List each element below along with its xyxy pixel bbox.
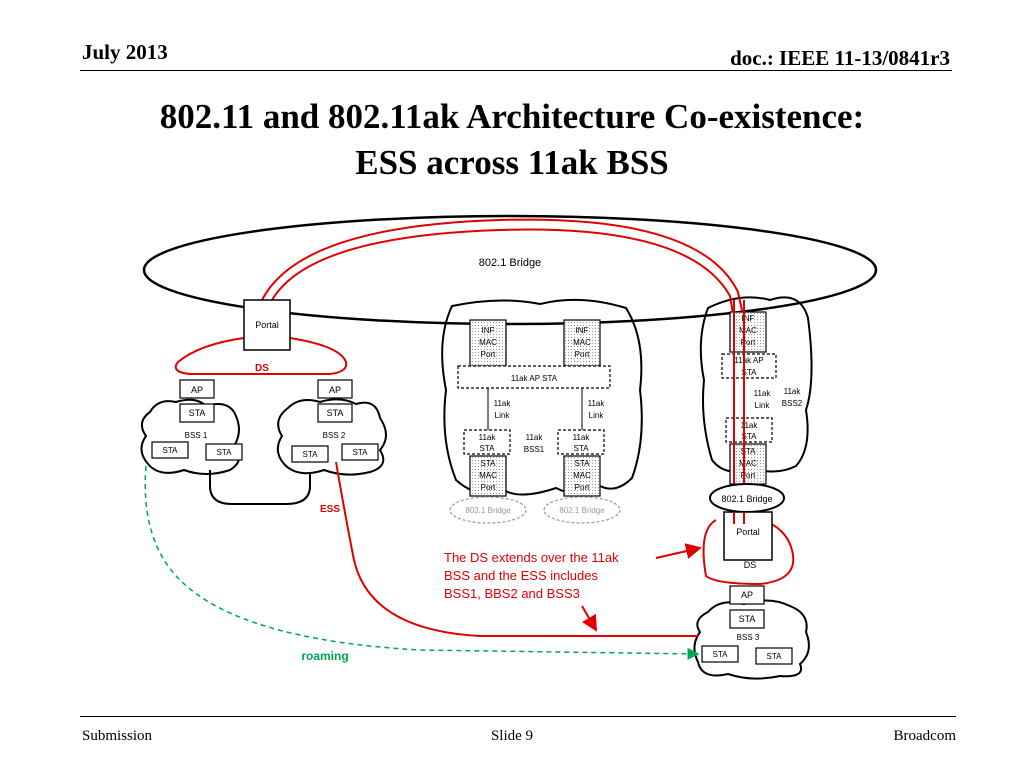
ds-right-label: DS	[744, 560, 757, 570]
bss2-label: BSS 2	[323, 431, 346, 440]
bss1-ap-sta: STA	[189, 408, 206, 418]
right-sta-1: 11ak	[741, 421, 759, 430]
center-link-right-1: 11ak	[588, 399, 606, 408]
right-smp-1: STA	[741, 447, 757, 456]
bss2-cloud	[276, 398, 387, 476]
center-inf-left-1: INF	[482, 326, 495, 335]
footer-company: Broadcom	[893, 728, 956, 744]
bss3-sta-a: STA	[713, 650, 729, 659]
center-small-bridge-left: 802.1 Bridge	[465, 506, 511, 515]
bss3-ap-sta: STA	[739, 614, 756, 624]
right-inf-1: INF	[742, 314, 755, 323]
bss2-sta-b: STA	[353, 448, 369, 457]
portal-left-label: Portal	[255, 320, 279, 330]
bss3-label: BSS 3	[737, 633, 760, 642]
callout-arrow-down	[581, 605, 598, 632]
center-smp-right-2: MAC	[573, 471, 591, 480]
center-smp-left-2: MAC	[479, 471, 497, 480]
right-bss2-1: 11ak	[784, 387, 802, 396]
ds-left-label: DS	[255, 363, 269, 374]
footer-divider	[80, 716, 956, 717]
right-inf-3: Port	[741, 338, 756, 347]
ak-center-cloud	[441, 298, 643, 496]
callout-arrow-up	[655, 543, 702, 559]
center-inf-right-2: MAC	[573, 338, 591, 347]
center-inf-left-2: MAC	[479, 338, 497, 347]
right-link-2: Link	[755, 401, 771, 410]
right-bss2-2: BSS2	[782, 399, 803, 408]
center-sta-right-1: 11ak	[573, 433, 591, 442]
center-inf-right-3: Port	[575, 350, 590, 359]
center-smp-right-3: Port	[575, 483, 590, 492]
slide-title-line-2: ESS across 11ak BSS	[355, 143, 669, 182]
callout-line-1: The DS extends over the 11ak	[444, 550, 619, 565]
bss1-sta-a: STA	[163, 446, 179, 455]
right-smp-3: Port	[741, 471, 756, 480]
header-date: July 2013	[82, 40, 168, 64]
portal-right-label: Portal	[736, 527, 760, 537]
footer-slide-number: Slide 9	[490, 728, 534, 744]
slide-title-line-1: 802.11 and 802.11ak Architecture Co-exis…	[159, 97, 865, 136]
right-bridge-label: 802.1 Bridge	[721, 494, 772, 504]
footer-submission: Submission	[82, 728, 153, 744]
bss1-label: BSS 1	[185, 431, 208, 440]
center-link-left-1: 11ak	[494, 399, 512, 408]
callout-line-3: BSS1, BBS2 and BSS3	[444, 586, 580, 601]
top-bridge-label: 802.1 Bridge	[479, 257, 541, 269]
right-inf-2: MAC	[739, 326, 757, 335]
center-inf-right-1: INF	[576, 326, 589, 335]
slide-title: 802.11 and 802.11ak Architecture Co-exis…	[0, 94, 1024, 186]
center-link-left-2: Link	[495, 411, 511, 420]
ds-left-outline	[174, 337, 348, 375]
bss1-sta-b: STA	[217, 448, 233, 457]
ds-right-outline	[702, 519, 795, 586]
bss1-ap: AP	[191, 385, 203, 395]
center-bss1-1: 11ak	[526, 433, 544, 442]
roaming-label: roaming	[301, 649, 348, 663]
center-link-right-2: Link	[589, 411, 605, 420]
header-divider	[80, 70, 952, 71]
center-small-bridge-right: 802.1 Bridge	[559, 506, 605, 515]
center-smp-right-1: STA	[575, 459, 591, 468]
header-doc-id: doc.: IEEE 11-13/0841r3	[730, 46, 950, 70]
right-ap-2: STA	[742, 368, 758, 377]
center-sta-left-2: STA	[480, 444, 496, 453]
center-bss1-2: BSS1	[524, 445, 545, 454]
center-sta-left-1: 11ak	[479, 433, 497, 442]
bss2-ap: AP	[329, 385, 341, 395]
right-ap-1: 11ak AP	[734, 356, 763, 365]
center-smp-left-3: Port	[481, 483, 496, 492]
right-smp-2: MAC	[739, 459, 757, 468]
bss3-sta-b: STA	[767, 652, 783, 661]
bss3-ap: AP	[741, 590, 753, 600]
center-inf-left-3: Port	[481, 350, 496, 359]
bss2-ap-sta: STA	[327, 408, 344, 418]
right-link-1: 11ak	[754, 389, 772, 398]
center-ap-sta-label: 11ak AP STA	[511, 374, 558, 383]
right-sta-2: STA	[742, 432, 758, 441]
ak-right-cloud	[699, 296, 813, 473]
bss2-sta-a: STA	[303, 450, 319, 459]
callout-line-2: BSS and the ESS includes	[444, 568, 598, 583]
portal-left	[243, 299, 291, 351]
center-smp-left-1: STA	[481, 459, 497, 468]
bss3-cloud	[693, 599, 810, 680]
ess-label: ESS	[320, 504, 340, 515]
center-sta-right-2: STA	[574, 444, 590, 453]
top-bridge-ellipse	[142, 214, 878, 326]
ess-curve	[335, 461, 698, 637]
